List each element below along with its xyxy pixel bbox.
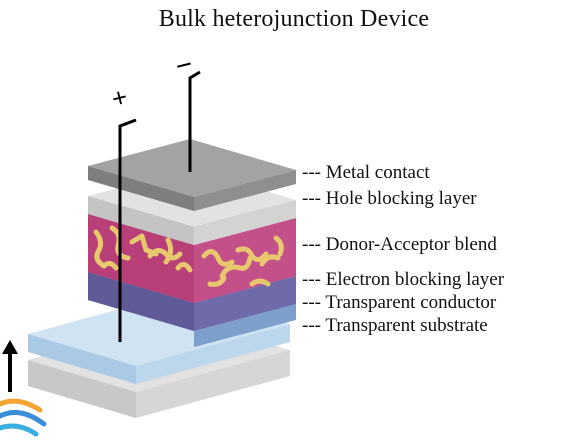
diagram-title: Bulk heterojunction Device (158, 6, 430, 32)
light-wave-icon (0, 398, 47, 437)
label-electron-blocking-layer: --- Electron blocking layer (302, 269, 505, 290)
label-metal-contact: --- Metal contact (302, 162, 430, 183)
label-donor-acceptor-blend: --- Donor-Acceptor blend (302, 234, 497, 255)
positive-terminal-label: + (108, 81, 130, 114)
label-hole-blocking-layer: --- Hole blocking layer (302, 188, 477, 209)
light-arrow-icon (2, 340, 18, 392)
negative-terminal-label: − (172, 48, 195, 82)
negative-electrode-wire (188, 70, 201, 172)
positive-electrode-wire (118, 118, 137, 342)
metal-contact-layer (88, 139, 296, 211)
label-transparent-substrate: --- Transparent substrate (302, 315, 488, 336)
label-transparent-conductor: --- Transparent conductor (302, 292, 497, 313)
